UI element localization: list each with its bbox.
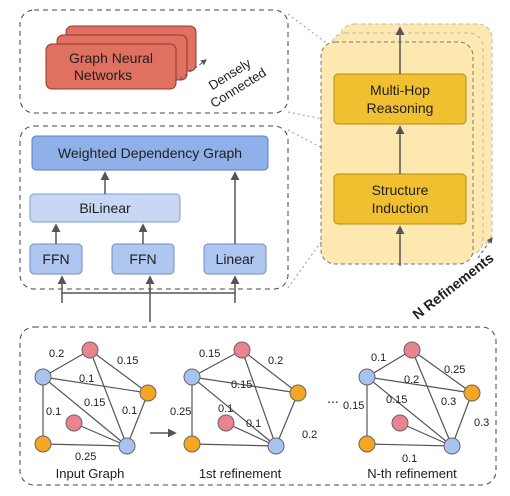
graph-edge [451,392,473,447]
graph-edge [73,422,128,447]
graph-caption: 1st refinement [199,466,282,481]
edge-label: 0.2 [49,348,64,360]
edge-label: 0.1 [79,373,94,385]
bottom-panel-frame [19,326,497,486]
edge-label: 0.1 [371,352,386,364]
edge-label: 0.1 [46,406,61,418]
graph-edge [126,392,149,447]
multihop-label-line2: Reasoning [367,100,434,116]
edge-label: 0.15 [231,379,252,391]
graph-edge [366,443,453,447]
graph-1st-refinement: 0.15 0.2 0.15 0.25 0.1 0.1 0.2 1st refin… [170,341,317,481]
edge-label: 0.1 [218,403,233,415]
graph-node-orange [463,384,481,402]
graph-node-orange [358,435,376,453]
edge-label: 0.2 [268,355,283,367]
graph-edge [89,349,128,447]
graph-edge [366,349,413,378]
graph-edge [241,349,299,394]
mid-panel-frame [19,125,289,290]
graph-node-blue [183,368,201,386]
edge-label: 0.15 [84,397,105,409]
top-panel-frame [19,9,289,114]
weighted-graph-label: Weighted Dependency Graph [58,145,242,161]
graph-node-blue [267,437,285,455]
graph-node-blue [358,368,376,386]
edge-label: 0.2 [302,429,317,441]
graph-node-red [81,341,99,359]
graph-caption: N-th refinement [367,466,457,481]
graph-node-blue [443,437,461,455]
graph-edge [399,422,453,447]
structure-label-line1: Structure [372,182,429,198]
graph-edge [191,443,277,447]
graph-node-red [217,414,235,432]
ffn2-label: FFN [129,251,156,267]
graph-edge [89,349,149,394]
graph-node-orange [139,384,157,402]
graph-edge [191,349,243,378]
edge-label: 0.2 [404,374,419,386]
edge-label: 0.15 [117,355,138,367]
densely-arrow [179,59,207,80]
edge-label: 0.15 [343,400,364,412]
graph-node-red [403,341,421,359]
gnn-box-front [45,43,177,90]
multihop-label-line1: Multi-Hop [370,82,430,98]
graph-node-red [233,341,251,359]
edge-label: 0.25 [444,364,465,376]
graph-edge [42,376,149,394]
graph-edge [42,376,128,447]
edge-label: 0.3 [441,396,456,408]
graph-node-red [65,414,83,432]
input-branch [61,292,236,303]
graph-node-blue [118,437,136,455]
graph-edge [191,376,299,394]
edge-label: 0.1 [246,418,261,430]
linear-label: Linear [216,251,255,267]
structure-label-line2: Induction [372,200,429,216]
graph-node-red [391,414,409,432]
graph-edge [411,349,453,447]
edge-label: 0.3 [474,417,489,429]
refinements-arrow [477,237,493,259]
edge-label: 0.25 [75,451,96,463]
edge-label: 0.1 [122,405,137,417]
graph-node-orange [34,435,52,453]
graph-node-blue [34,368,52,386]
connector-mid-2 [287,231,329,289]
gnn-label-line1: Graph Neural [69,50,153,66]
edge-label: 0.1 [402,453,417,465]
bilinear-label: BiLinear [79,200,131,216]
graph-edge [411,349,473,394]
connector-top-2 [287,111,329,121]
graph-edge [241,349,277,447]
graph-edge [275,392,299,447]
graph-node-orange [289,384,307,402]
edge-label: 0.15 [386,394,407,406]
ffn1-label: FFN [42,251,69,267]
graph-input: 0.2 0.15 0.1 0.15 0.1 0.1 0.25 Input Gra… [34,341,157,481]
edge-label: 0.25 [170,406,191,418]
graph-edge [225,422,277,447]
weighted-graph-box [31,135,269,171]
gnn-label-line2: Networks [74,67,132,83]
graph-edge [366,376,473,394]
graph-edge [42,349,91,378]
connector-mid-1 [287,129,327,151]
graph-edge [42,443,128,447]
ellipsis: ... [327,390,339,406]
graph-node-orange [183,435,201,453]
edge-label: 0.15 [199,348,220,360]
graph-edge [191,376,277,447]
graph-nth-refinement: 0.1 0.25 0.2 0.15 0.15 0.3 0.3 0.1 N-th … [343,341,489,481]
graph-caption: Input Graph [56,466,125,481]
graph-edge [366,376,453,447]
